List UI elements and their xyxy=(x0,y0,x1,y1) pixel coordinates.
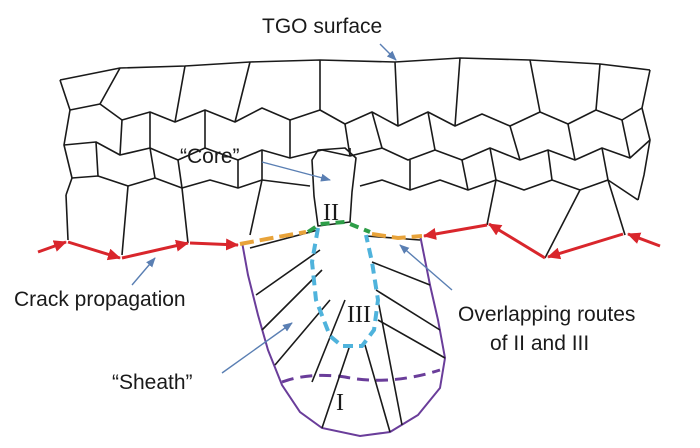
crack-arrow-2 xyxy=(67,240,121,261)
crack-arrow-8 xyxy=(627,232,661,248)
sheath-outline xyxy=(241,234,447,438)
crack-arrow-3 xyxy=(121,239,189,260)
core-label: “Core” xyxy=(180,145,240,168)
route-ii-path xyxy=(306,219,371,234)
route-orange-left xyxy=(239,230,307,246)
route-iii-label: III xyxy=(347,302,371,328)
crack-arrow-1 xyxy=(37,240,67,254)
sheath-grains xyxy=(249,229,446,433)
crack-arrow-4 xyxy=(189,238,239,251)
crack-arrow-7 xyxy=(547,232,624,260)
crack-arrow-6 xyxy=(488,222,546,260)
overlapping-routes-label-line2: of II and III xyxy=(490,332,589,355)
crack-propagation-pointer xyxy=(131,257,156,286)
sheath-dashed-boundary xyxy=(281,368,441,384)
sheath-label: “Sheath” xyxy=(112,371,193,394)
route-iii-path xyxy=(309,227,381,348)
core-outline xyxy=(311,147,357,227)
crack-arrows xyxy=(37,222,661,261)
overlapping-routes-label-line1: Overlapping routes xyxy=(458,303,635,326)
tgo-surface-label: TGO surface xyxy=(262,15,382,38)
route-i-label: I xyxy=(336,390,344,416)
grain-network xyxy=(59,57,651,259)
crack-propagation-label: Crack propagation xyxy=(14,288,186,311)
core-pointer xyxy=(261,161,331,182)
route-orange-right xyxy=(371,232,423,241)
route-ii-label: II xyxy=(323,200,339,226)
tgo-surface-pointer xyxy=(379,43,397,61)
crack-arrow-5 xyxy=(423,223,488,240)
overlapping-routes-pointer xyxy=(399,244,453,291)
sheath-pointer xyxy=(221,322,293,374)
